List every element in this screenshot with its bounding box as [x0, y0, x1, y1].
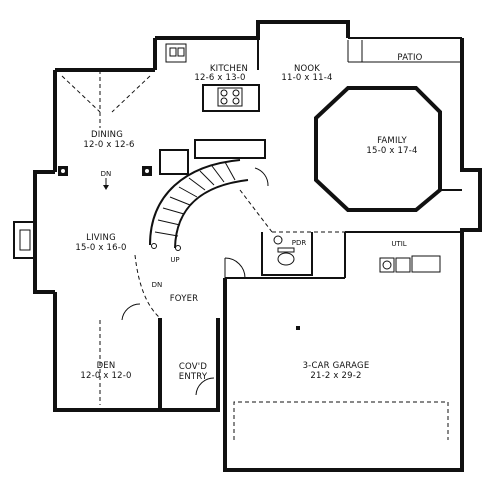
dining-name: DINING: [91, 130, 123, 140]
circulation-dashes: [99, 189, 345, 405]
garage-door-outline: [233, 326, 449, 440]
interior-walls: [58, 38, 462, 279]
doors: [121, 40, 363, 396]
nook-name: NOOK: [294, 64, 320, 74]
dining-vault-lines: [61, 70, 151, 128]
covd-entry-line2: ENTRY: [179, 372, 208, 382]
pdr-fixtures: [273, 235, 295, 266]
dn-arrows: [103, 178, 109, 190]
kitchen-sink-icon: [165, 43, 187, 63]
up-stair-label: UP: [170, 256, 179, 264]
garage-size: 21-2 x 29-2: [310, 371, 361, 381]
covd-entry-line1: COV'D: [179, 362, 207, 372]
curved-staircase: [149, 159, 249, 251]
living-name: LIVING: [86, 233, 116, 243]
den-size: 12-0 x 12-0: [80, 371, 131, 381]
den-name: DEN: [97, 361, 116, 371]
family-name: FAMILY: [377, 136, 407, 146]
kitchen-island: [202, 84, 260, 112]
util-fixtures: [379, 255, 441, 273]
family-size: 15-0 x 17-4: [366, 146, 417, 156]
kitchen-name: KITCHEN: [210, 64, 248, 74]
room-labels: KITCHEN 12-6 x 13-0 NOOK 11-0 x 11-4 PAT…: [75, 53, 422, 382]
dn-foyer-label: DN: [152, 281, 163, 289]
patio-name: PATIO: [397, 53, 422, 63]
pdr-name: PDR: [292, 239, 307, 247]
dn-dining-label: DN: [101, 170, 112, 178]
util-name: UTIL: [391, 240, 406, 248]
living-size: 15-0 x 16-0: [75, 243, 126, 253]
garage-name: 3-CAR GARAGE: [303, 361, 370, 371]
foyer-name: FOYER: [170, 294, 199, 304]
nook-size: 11-0 x 11-4: [281, 73, 332, 83]
kitchen-size: 12-6 x 13-0: [194, 73, 245, 83]
exterior-walls: [13, 20, 482, 472]
stair-labels: DN DN UP: [101, 170, 180, 289]
dining-size: 12-0 x 12-6: [83, 140, 134, 150]
